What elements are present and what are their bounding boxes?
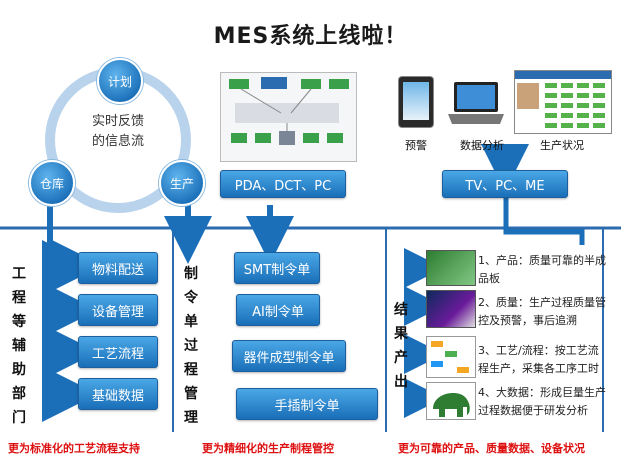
tablet-icon <box>398 76 434 128</box>
result-item-1: 1、产品：质量可靠的半成品板 <box>478 254 606 285</box>
network-diagram-image <box>220 72 357 162</box>
devices-bar: PDA、DCT、PC <box>220 170 346 198</box>
outputs-bar: TV、PC、ME <box>442 170 568 198</box>
production-node: 生产 <box>159 160 205 206</box>
component-forming-order-label: 器件成型制令单 <box>243 350 335 366</box>
middle-column-heading: 制令单过程管理 <box>184 266 198 426</box>
warehouse-node: 仓库 <box>29 160 75 206</box>
component-forming-order-button[interactable]: 器件成型制令单 <box>232 340 346 372</box>
quality-image <box>426 290 476 328</box>
elephant-image <box>426 382 476 420</box>
ai-order-button[interactable]: AI制令单 <box>236 294 320 326</box>
result-item-3: 3、工艺/流程：按工艺流程生产，采集各工序工时 <box>478 344 599 375</box>
production-label: 生产 <box>169 176 194 191</box>
smt-order-button[interactable]: SMT制令单 <box>234 252 320 284</box>
plan-node: 计划 <box>97 58 143 104</box>
arrow-results <box>503 197 585 245</box>
result-item-4: 4、大数据：形成巨量生产过程数据便于研发分析 <box>478 386 606 417</box>
left-footer: 更为标准化的工艺流程支持 <box>8 442 140 455</box>
middle-footer: 更为精细化的生产制程管控 <box>202 442 334 455</box>
warning-label: 预警 <box>405 139 427 152</box>
smt-order-label: SMT制令单 <box>243 262 311 278</box>
process-flow-label: 工艺流程 <box>91 346 144 362</box>
result-item-2: 2、质量：生产过程质量管控及预警，事后追溯 <box>478 296 606 327</box>
left-column-heading: 工程等辅助部门 <box>12 266 26 426</box>
process-flow-button[interactable]: 工艺流程 <box>78 336 158 368</box>
material-delivery-label: 物料配送 <box>91 262 144 278</box>
cycle-center-label: 实时反馈的信息流 <box>91 114 144 149</box>
devices-bar-label: PDA、DCT、PC <box>234 178 332 194</box>
plan-label: 计划 <box>107 74 132 89</box>
manual-insertion-order-button[interactable]: 手插制令单 <box>236 388 378 420</box>
equipment-management-button[interactable]: 设备管理 <box>78 294 158 326</box>
ai-order-label: AI制令单 <box>252 304 304 320</box>
status-label: 生产状况 <box>540 139 584 152</box>
analysis-label: 数据分析 <box>460 139 504 152</box>
basic-data-label: 基础数据 <box>91 388 144 404</box>
basic-data-button[interactable]: 基础数据 <box>78 378 158 410</box>
right-footer: 更为可靠的产品、质量数据、设备状况 <box>398 442 585 455</box>
right-column-heading: 结果产出 <box>394 302 408 390</box>
page-title: MES系统上线啦！ <box>213 24 408 49</box>
status-board-icon <box>514 70 612 134</box>
outputs-bar-label: TV、PC、ME <box>465 178 545 194</box>
process-flow-image <box>426 336 476 378</box>
manual-insertion-order-label: 手插制令单 <box>274 398 340 414</box>
equipment-management-label: 设备管理 <box>91 304 144 320</box>
pcb-board-image <box>426 250 476 286</box>
warehouse-label: 仓库 <box>39 176 64 191</box>
arrow-warehouse <box>47 200 96 286</box>
material-delivery-button[interactable]: 物料配送 <box>78 252 158 284</box>
laptop-icon <box>446 80 506 128</box>
